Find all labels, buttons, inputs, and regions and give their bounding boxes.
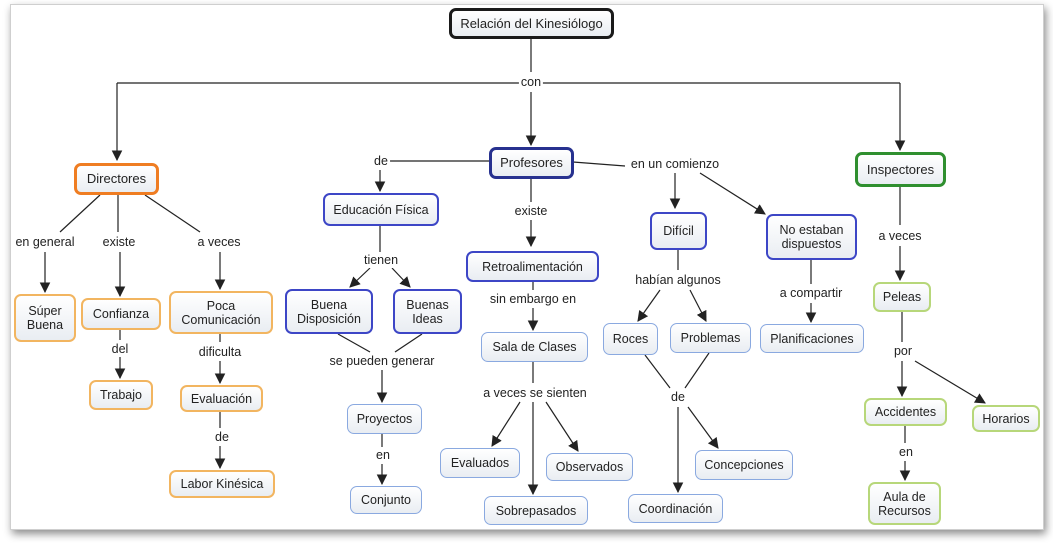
node-buena-disposicion[interactable]: Buena Disposición [285,289,373,334]
link-label-se-pueden-generar: se pueden generar [327,353,437,369]
link-label-con: con [518,74,544,90]
link-label-existe-directores: existe [100,234,138,250]
node-confianza[interactable]: Confianza [81,298,161,330]
link-label-del: del [109,341,131,357]
link-label-tienen: tienen [361,252,401,268]
link-label-de-roces: de [669,389,687,405]
link-label-existe-profesores: existe [512,203,550,219]
node-buenas-ideas[interactable]: Buenas Ideas [393,289,462,334]
link-label-en-un-comienzo: en un comienzo [628,156,722,172]
node-proyectos[interactable]: Proyectos [347,404,422,434]
node-retroalimentacion[interactable]: Retroalimentación [466,251,599,282]
link-label-habian-algunos: habían algunos [633,272,723,288]
node-educacion-fisica[interactable]: Educación Física [323,193,439,226]
node-planificaciones[interactable]: Planificaciones [760,324,864,353]
node-observados[interactable]: Observados [546,453,633,481]
node-horarios[interactable]: Horarios [972,405,1040,432]
link-label-de-evaluacion: de [213,429,231,445]
node-concepciones[interactable]: Concepciones [695,450,793,480]
node-aula-de-recursos[interactable]: Aula de Recursos [868,482,941,525]
link-label-por: por [891,343,915,359]
node-directores[interactable]: Directores [74,163,159,195]
link-label-en-accidentes: en [897,444,915,460]
node-roces[interactable]: Roces [603,323,658,355]
node-super-buena[interactable]: Súper Buena [14,294,76,342]
link-label-sin-embargo-en: sin embargo en [487,291,579,307]
node-profesores[interactable]: Profesores [489,147,574,179]
node-no-estaban-dispuestos[interactable]: No estaban dispuestos [766,214,857,260]
node-relacion-del-kinesiologo[interactable]: Relación del Kinesiólogo [449,8,614,39]
node-sala-de-clases[interactable]: Sala de Clases [481,332,588,362]
node-evaluacion[interactable]: Evaluación [180,385,263,412]
link-label-en-general: en general [13,234,77,250]
node-trabajo[interactable]: Trabajo [89,380,153,410]
link-label-a-veces-se-sienten: a veces se sienten [481,385,589,401]
node-sobrepasados[interactable]: Sobrepasados [484,496,588,525]
link-label-a-veces-directores: a veces [195,234,243,250]
node-inspectores[interactable]: Inspectores [855,152,946,187]
node-labor-kinesica[interactable]: Labor Kinésica [169,470,275,498]
node-accidentes[interactable]: Accidentes [864,398,947,426]
link-label-en-proyectos: en [374,447,392,463]
node-problemas[interactable]: Problemas [670,323,751,353]
node-poca-comunicacion[interactable]: Poca Comunicación [169,291,273,334]
node-dificil[interactable]: Difícil [650,212,707,250]
link-label-a-veces-inspectores: a veces [876,228,924,244]
link-label-dificulta: dificulta [196,344,244,360]
node-conjunto[interactable]: Conjunto [350,486,422,514]
node-coordinacion[interactable]: Coordinación [628,494,723,523]
link-label-a-compartir: a compartir [777,285,845,301]
node-peleas[interactable]: Peleas [873,282,931,312]
node-evaluados[interactable]: Evaluados [440,448,520,478]
link-label-de-profesores: de [372,153,390,169]
